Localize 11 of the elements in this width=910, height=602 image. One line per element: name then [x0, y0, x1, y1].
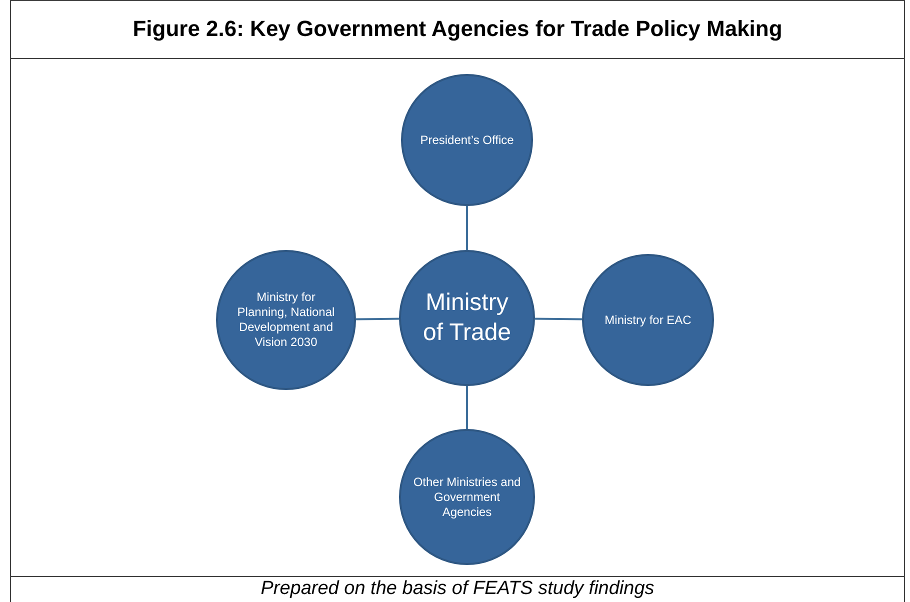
agency-name: Other Ministries and Government Agencies [413, 474, 521, 520]
connector-line [466, 386, 468, 429]
figure-title: Figure 2.6: Key Government Agencies for Trade Policy Making [132, 16, 782, 41]
connector-line [534, 318, 582, 320]
connector-line [356, 318, 400, 320]
agency-name: President’s Office [420, 132, 514, 148]
agency-name: Ministry for EAC [604, 312, 692, 328]
figure-caption: Prepared on the basis of FEATS study findings [260, 578, 654, 599]
agency-name: Ministry for Planning, National Development and Vision 2030 [236, 290, 336, 350]
agency-name: Ministry of Trade [422, 288, 512, 348]
connector-line [466, 206, 468, 250]
